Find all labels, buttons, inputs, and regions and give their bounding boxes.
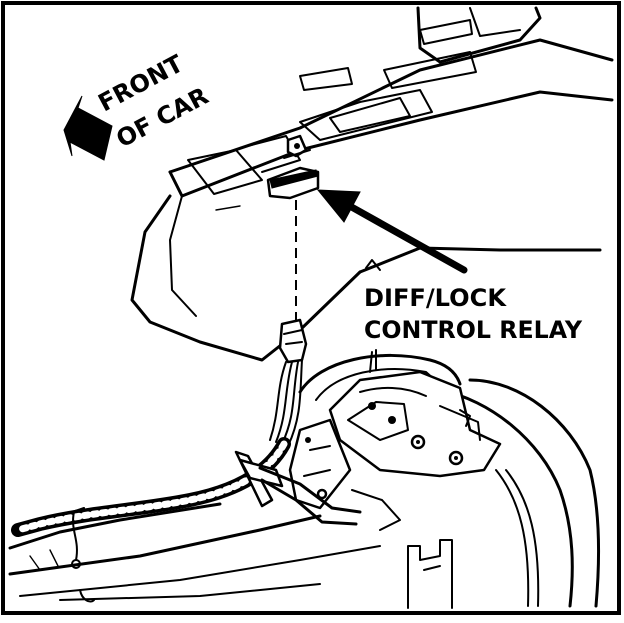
figure-border (1, 1, 621, 615)
floor-tunnel (8, 378, 600, 609)
control-relay-label: CONTROL RELAY (364, 316, 583, 344)
front-direction-indicator: FRONT OF CAR (63, 49, 213, 161)
diff-lock-label: DIFF/LOCK (364, 284, 507, 312)
leader-arrow-icon (344, 201, 468, 274)
relay-mounted (266, 134, 320, 200)
wiring-harness (11, 359, 303, 569)
relay-callout: DIFF/LOCK CONTROL RELAY (316, 189, 583, 344)
shifter-mount-bracket (258, 349, 502, 531)
bold-arrow-left-icon (63, 95, 113, 161)
relay-connector (278, 318, 308, 364)
